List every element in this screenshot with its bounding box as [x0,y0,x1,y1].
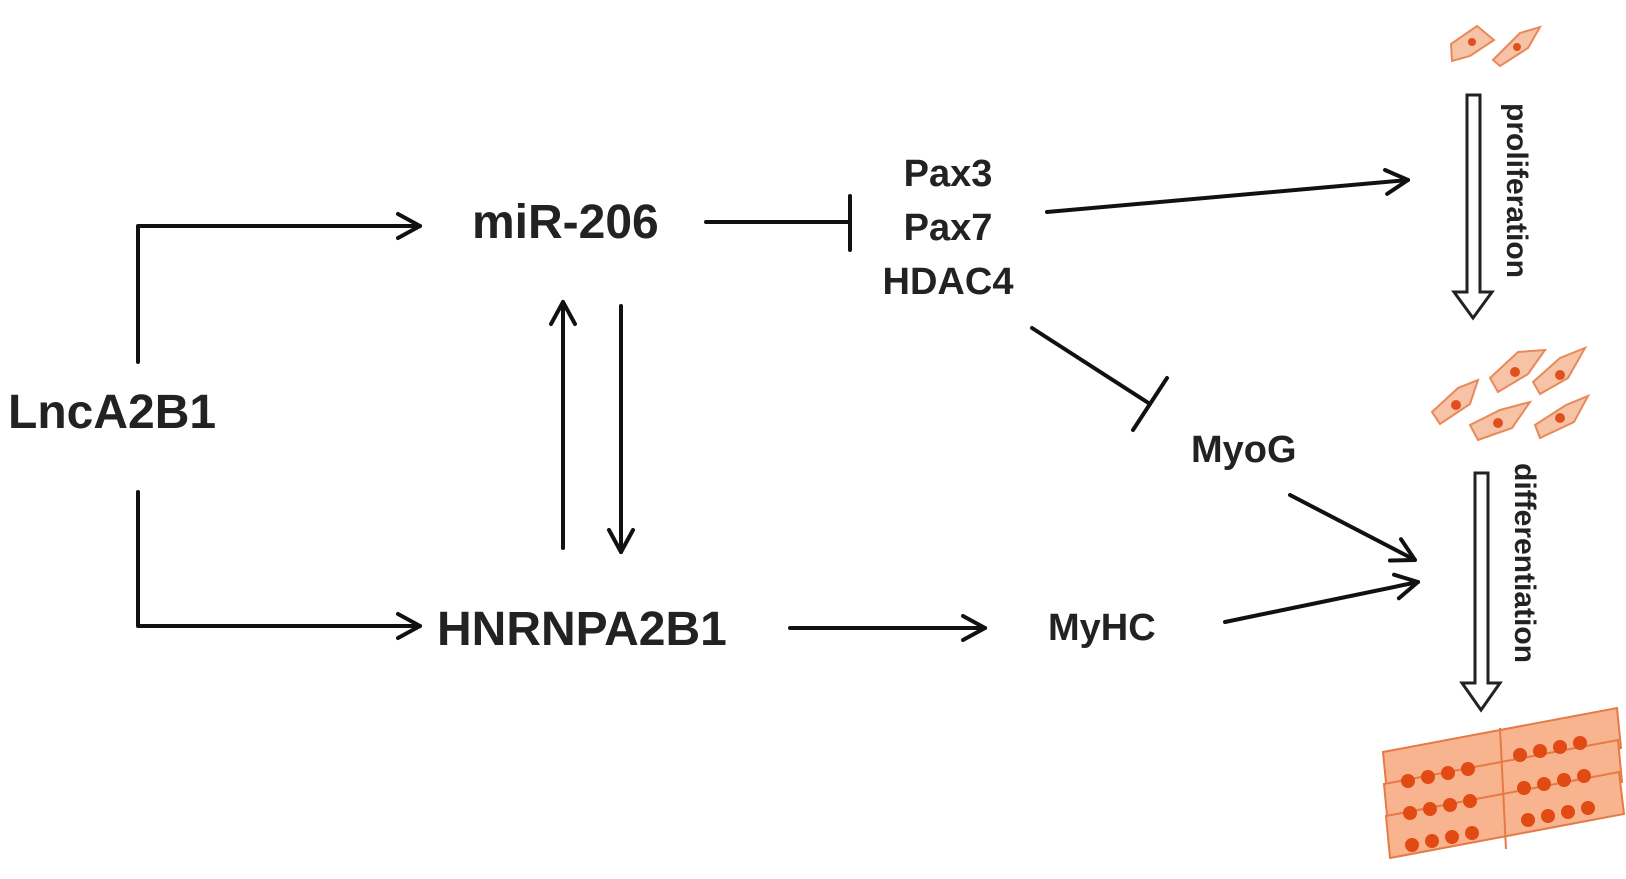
myoblast-cluster-illustration [1430,346,1591,442]
node-hnrnpa2b1: HNRNPA2B1 [437,603,727,656]
stage-label-proliferation: proliferation [1500,103,1533,278]
edge-myhc-to-differentiation [1223,572,1420,624]
myoblast-pair-illustration [1449,24,1543,68]
node-lnca2b1: LncA2B1 [8,386,216,439]
edge-myog-to-differentiation [1288,493,1417,563]
proliferation-arrow [1451,93,1495,321]
node-hdac4: HDAC4 [883,261,1014,303]
inhibition-bar-myog [1131,376,1169,432]
node-myhc: MyHC [1048,607,1156,649]
stage-label-differentiation: differentiation [1508,463,1541,663]
edge-lnca2b1-to-mir206 [136,212,422,364]
edge-lnca2b1-to-hnrnpa2b1 [136,490,422,640]
node-myog: MyoG [1191,429,1297,471]
differentiation-arrow [1459,471,1503,713]
node-pax3: Pax3 [904,153,993,195]
edge-pax-to-proliferation [1045,167,1410,214]
edge-pax-inhibits-myog [1030,326,1152,406]
myotube-bundle-illustration [1381,706,1626,860]
node-pax7: Pax7 [904,207,993,249]
node-mir206: miR-206 [472,196,659,249]
